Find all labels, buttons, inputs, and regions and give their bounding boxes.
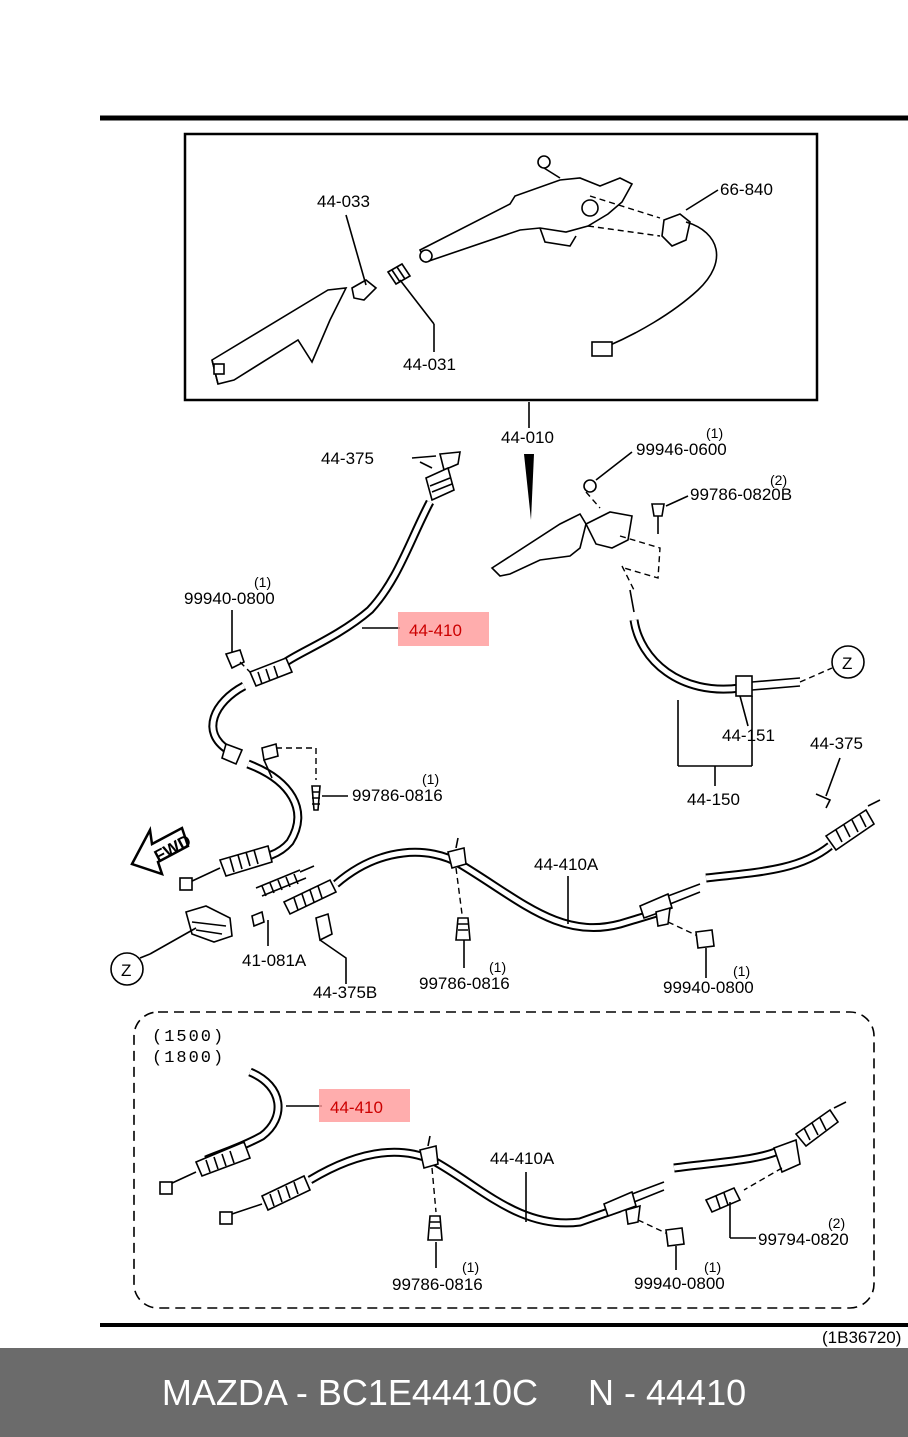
callout-44-375-right: 44-375	[810, 734, 863, 753]
qty-99786-0820b: (2)	[770, 472, 787, 488]
variant-box	[133, 1011, 875, 1309]
qty-99786-0816-variant: (1)	[462, 1259, 479, 1275]
left-cable-lower: 99786-0816 (1)	[179, 742, 443, 891]
rear-cable-44-410a: 99786-0816 (1) 44-375B 44-410A 99940-080…	[282, 734, 881, 1002]
variant-rear-cable: 99786-0816 (1) 44-410A 99940-0800 (1) 99…	[219, 1101, 849, 1294]
callout-44-410-variant: 44-410	[330, 1098, 383, 1117]
callout-99940-0800-left: 99940-0800	[184, 589, 275, 608]
highlight-44-410-variant	[319, 1089, 410, 1122]
callout-44-150: 44-150	[687, 790, 740, 809]
parking-brake-diagram: 44-033 44-031 66-840 44-010 99946-0600 (…	[100, 115, 908, 1347]
ref-z-bottom: Z	[121, 961, 131, 980]
lever-pointer-wedge	[524, 454, 534, 520]
qty-99940-0800-bottom: (1)	[733, 963, 750, 979]
variant-front-cable	[159, 1067, 322, 1195]
callout-99786-0816-variant: 99786-0816	[392, 1275, 483, 1294]
lever-installed-illustration: 99946-0600 (1) 99786-0820B (2)	[490, 425, 792, 591]
callout-99786-0816-left: 99786-0816	[352, 786, 443, 805]
part-number-text: MAZDA - BC1E44410C N - 44410	[161, 1372, 747, 1413]
callout-99794-0820: 99794-0820	[758, 1230, 849, 1249]
callout-44-375-top: 44-375	[321, 449, 374, 468]
diagram-ref: (1B36720)	[822, 1328, 901, 1347]
lever-detail-box	[183, 132, 819, 402]
qty-99940-0800-left: (1)	[254, 574, 271, 590]
callout-44-410a: 44-410A	[534, 855, 599, 874]
lever-handle-illustration	[211, 262, 412, 385]
callout-41-081a: 41-081A	[242, 951, 307, 970]
callout-44-375b: 44-375B	[313, 983, 377, 1002]
ref-z-top: Z	[842, 654, 852, 673]
part-footer: MAZDA - BC1E44410C N - 44410	[0, 1348, 908, 1437]
callout-99946-0600: 99946-0600	[636, 440, 727, 459]
variant-note-1500: (1500)	[152, 1028, 225, 1047]
return-spring: 41-081A	[242, 865, 315, 970]
callout-44-151: 44-151	[722, 726, 775, 745]
callout-99940-0800-variant: 99940-0800	[634, 1274, 725, 1293]
qty-99940-0800-variant: (1)	[704, 1259, 721, 1275]
switch-wire-illustration	[591, 213, 718, 357]
callout-99940-0800-bottom: 99940-0800	[663, 978, 754, 997]
lever-assembly-illustration	[418, 155, 661, 263]
callout-44-410a-variant: 44-410A	[490, 1149, 555, 1168]
front-cable-44-410: 44-375 99940-0800 (1)	[184, 449, 461, 766]
callout-44-033: 44-033	[317, 192, 370, 211]
qty-99786-0816-bottom: (1)	[489, 959, 506, 975]
callout-44-031: 44-031	[403, 355, 456, 374]
fwd-arrow: FWD	[130, 826, 194, 876]
qty-99946-0600: (1)	[706, 425, 723, 441]
highlight-44-410	[398, 612, 489, 646]
equalizer-bracket: Z	[110, 905, 233, 986]
variant-note-1800: (1800)	[152, 1049, 225, 1068]
qty-99786-0816-left: (1)	[422, 771, 439, 787]
callout-99786-0820b: 99786-0820B	[690, 485, 792, 504]
callout-44-410: 44-410	[409, 621, 462, 640]
callout-66-840: 66-840	[720, 180, 773, 199]
qty-99794-0820: (2)	[828, 1215, 845, 1231]
callout-44-010: 44-010	[501, 428, 554, 447]
callout-99786-0816-bottom: 99786-0816	[419, 974, 510, 993]
front-cable-short: Z 44-151 44-150	[629, 589, 865, 809]
